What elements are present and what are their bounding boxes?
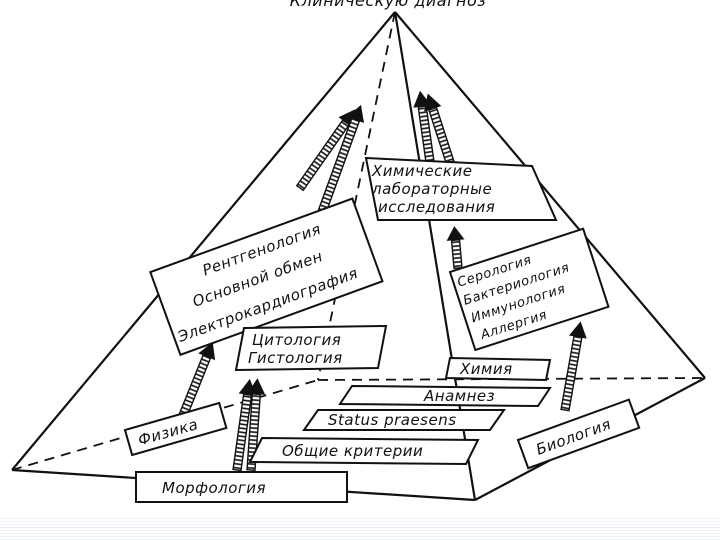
box-biology: Биология — [516, 398, 641, 470]
box-chemical-lab-line-1: Химические — [371, 162, 472, 180]
arrow-group — [177, 90, 587, 472]
box-status-label: Status praesens — [328, 411, 457, 429]
box-anamnesis: Анамнез — [338, 384, 552, 408]
box-rentgenology: Рентгенология Основной обмен Электрокард… — [149, 197, 384, 357]
box-chemical-lab: Химические лабораторные исследования — [364, 156, 558, 221]
box-general-label: Общие критерии — [282, 442, 423, 460]
box-anamnesis-label: Анамнез — [423, 387, 495, 405]
box-morphology: Морфология — [135, 471, 348, 503]
pyramid-title: Клиническую диагноз — [290, 0, 487, 10]
box-morphology-label: Морфология — [162, 479, 266, 497]
arrow-icon — [560, 321, 587, 412]
box-chemical-lab-line-2: лабораторные — [371, 180, 492, 198]
bottom-stripe-band — [0, 518, 720, 540]
box-chemical-lab-line-3: исследования — [378, 198, 495, 216]
box-cytology-line-2: Гистология — [248, 349, 343, 367]
box-physics: Физика — [123, 401, 228, 457]
box-general-criteria: Общие критерии — [248, 436, 480, 466]
box-status-praesens: Status praesens — [302, 409, 506, 431]
arrow-icon — [246, 378, 266, 472]
box-cytology-line-1: Цитология — [252, 331, 341, 349]
box-cytology: Цитология Гистология — [234, 324, 388, 372]
box-serology: Серология Бактериология Иммунология Алле… — [448, 227, 610, 352]
box-chemistry: Химия — [444, 356, 552, 382]
arrow-icon — [446, 226, 465, 270]
box-chemistry-label: Химия — [459, 360, 513, 378]
